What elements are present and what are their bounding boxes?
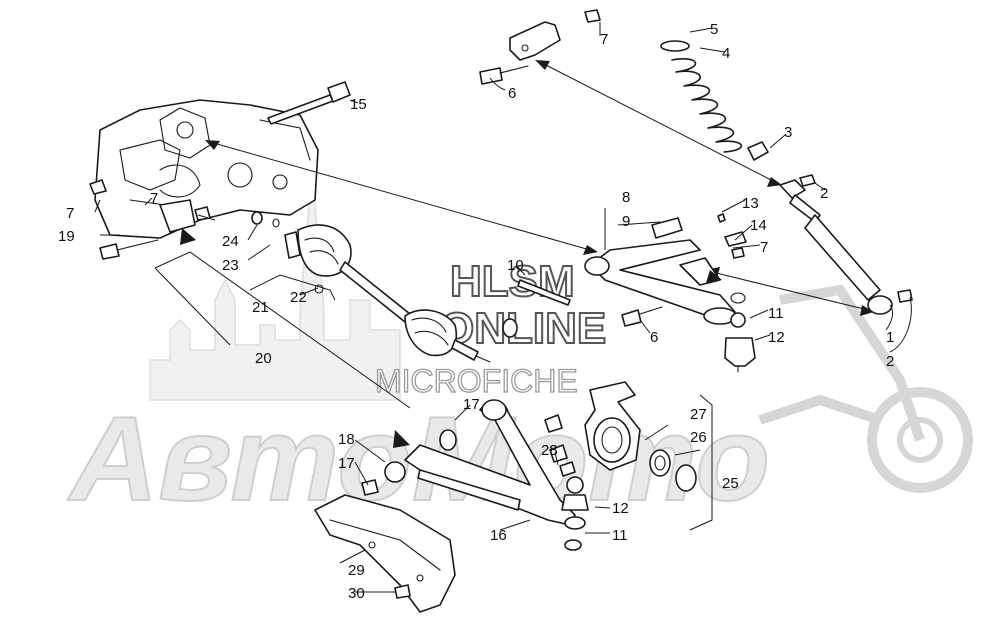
callout-9: 9	[622, 213, 630, 230]
callout-24: 24	[222, 233, 239, 250]
callout-8: 8	[622, 189, 630, 206]
watermark-skyline	[149, 169, 401, 401]
callout-17-upper: 17	[463, 396, 480, 413]
callout-12-lower: 12	[612, 500, 629, 517]
callout-15: 15	[350, 96, 367, 113]
callout-6-top: 6	[508, 85, 516, 102]
arrow-marker-left	[180, 228, 196, 245]
spring-assembly	[660, 40, 913, 315]
callout-22: 22	[290, 289, 307, 306]
callout-6-lower: 6	[650, 329, 658, 346]
callout-2-bottom: 2	[886, 353, 894, 370]
bearing-27	[649, 449, 671, 477]
leader-lines	[94, 22, 912, 593]
frame-section	[94, 99, 319, 245]
lower-a-arm	[361, 399, 589, 551]
snap-ring-11-lower	[564, 539, 582, 551]
watermark-line2: ONLINE	[440, 304, 606, 353]
callout-26: 26	[690, 429, 707, 446]
callout-28: 28	[541, 442, 558, 459]
bushing-10	[502, 318, 518, 338]
arrow-marker-right	[706, 270, 722, 283]
callout-18: 18	[338, 431, 355, 448]
left-fasteners	[89, 179, 211, 260]
watermark: АвтоМото HLSM ONLINE MICROFICHE	[66, 169, 973, 527]
watermark-wheel-hub	[897, 417, 943, 463]
upper-a-arm	[502, 213, 747, 338]
spring-retainer-5	[660, 40, 690, 52]
callout-12-upper: 12	[768, 329, 785, 346]
shock-body-1	[804, 214, 881, 301]
group-brackets	[154, 251, 713, 531]
callout-3: 3	[784, 124, 792, 141]
callout-16: 16	[490, 527, 507, 544]
callout-2-top: 2	[820, 185, 828, 202]
bushing-17-upper	[439, 429, 457, 451]
callout-7-top: 7	[600, 31, 608, 48]
callout-27: 27	[690, 406, 707, 423]
bolt-15	[267, 81, 351, 125]
steering-knuckle	[544, 381, 697, 492]
callout-7-frame: 7	[150, 190, 158, 207]
shock-collar-3	[747, 141, 769, 161]
ball-joint-upper	[724, 312, 756, 373]
snap-ring-26	[675, 464, 697, 492]
callout-23: 23	[222, 257, 239, 274]
callout-11-upper: 11	[768, 305, 784, 322]
callouts: 1 2 2 3 4 5 6 6 7 7 7 7 8 9 10 11 11 12 …	[58, 21, 894, 602]
callout-30: 30	[348, 585, 365, 602]
callout-25: 25	[722, 475, 739, 492]
callout-5: 5	[710, 21, 718, 38]
watermark-line3: MICROFICHE	[375, 363, 578, 399]
callout-17-lower: 17	[338, 455, 355, 472]
callout-7-arm: 7	[760, 239, 768, 256]
arrow-marker-bottom	[393, 430, 410, 448]
callout-20: 20	[255, 350, 272, 367]
skid-plate	[314, 494, 456, 613]
callout-29: 29	[348, 562, 365, 579]
callout-1: 1	[886, 329, 894, 346]
bushing-9	[651, 217, 683, 239]
callout-7-left: 7	[66, 205, 74, 222]
callout-14: 14	[750, 217, 767, 234]
callout-11-lower: 11	[612, 527, 628, 544]
reference-arrows	[205, 60, 874, 316]
shock-bracket	[479, 9, 601, 85]
callout-4: 4	[722, 45, 730, 62]
callout-10: 10	[507, 257, 524, 274]
watermark-motorcycle	[758, 284, 973, 493]
drive-axle	[251, 211, 491, 363]
bushing-17-lower	[361, 479, 379, 496]
callout-21: 21	[252, 299, 269, 316]
callout-13: 13	[742, 195, 759, 212]
bushing-18	[384, 461, 406, 483]
coil-spring-4	[671, 58, 743, 153]
callout-19: 19	[58, 228, 75, 245]
